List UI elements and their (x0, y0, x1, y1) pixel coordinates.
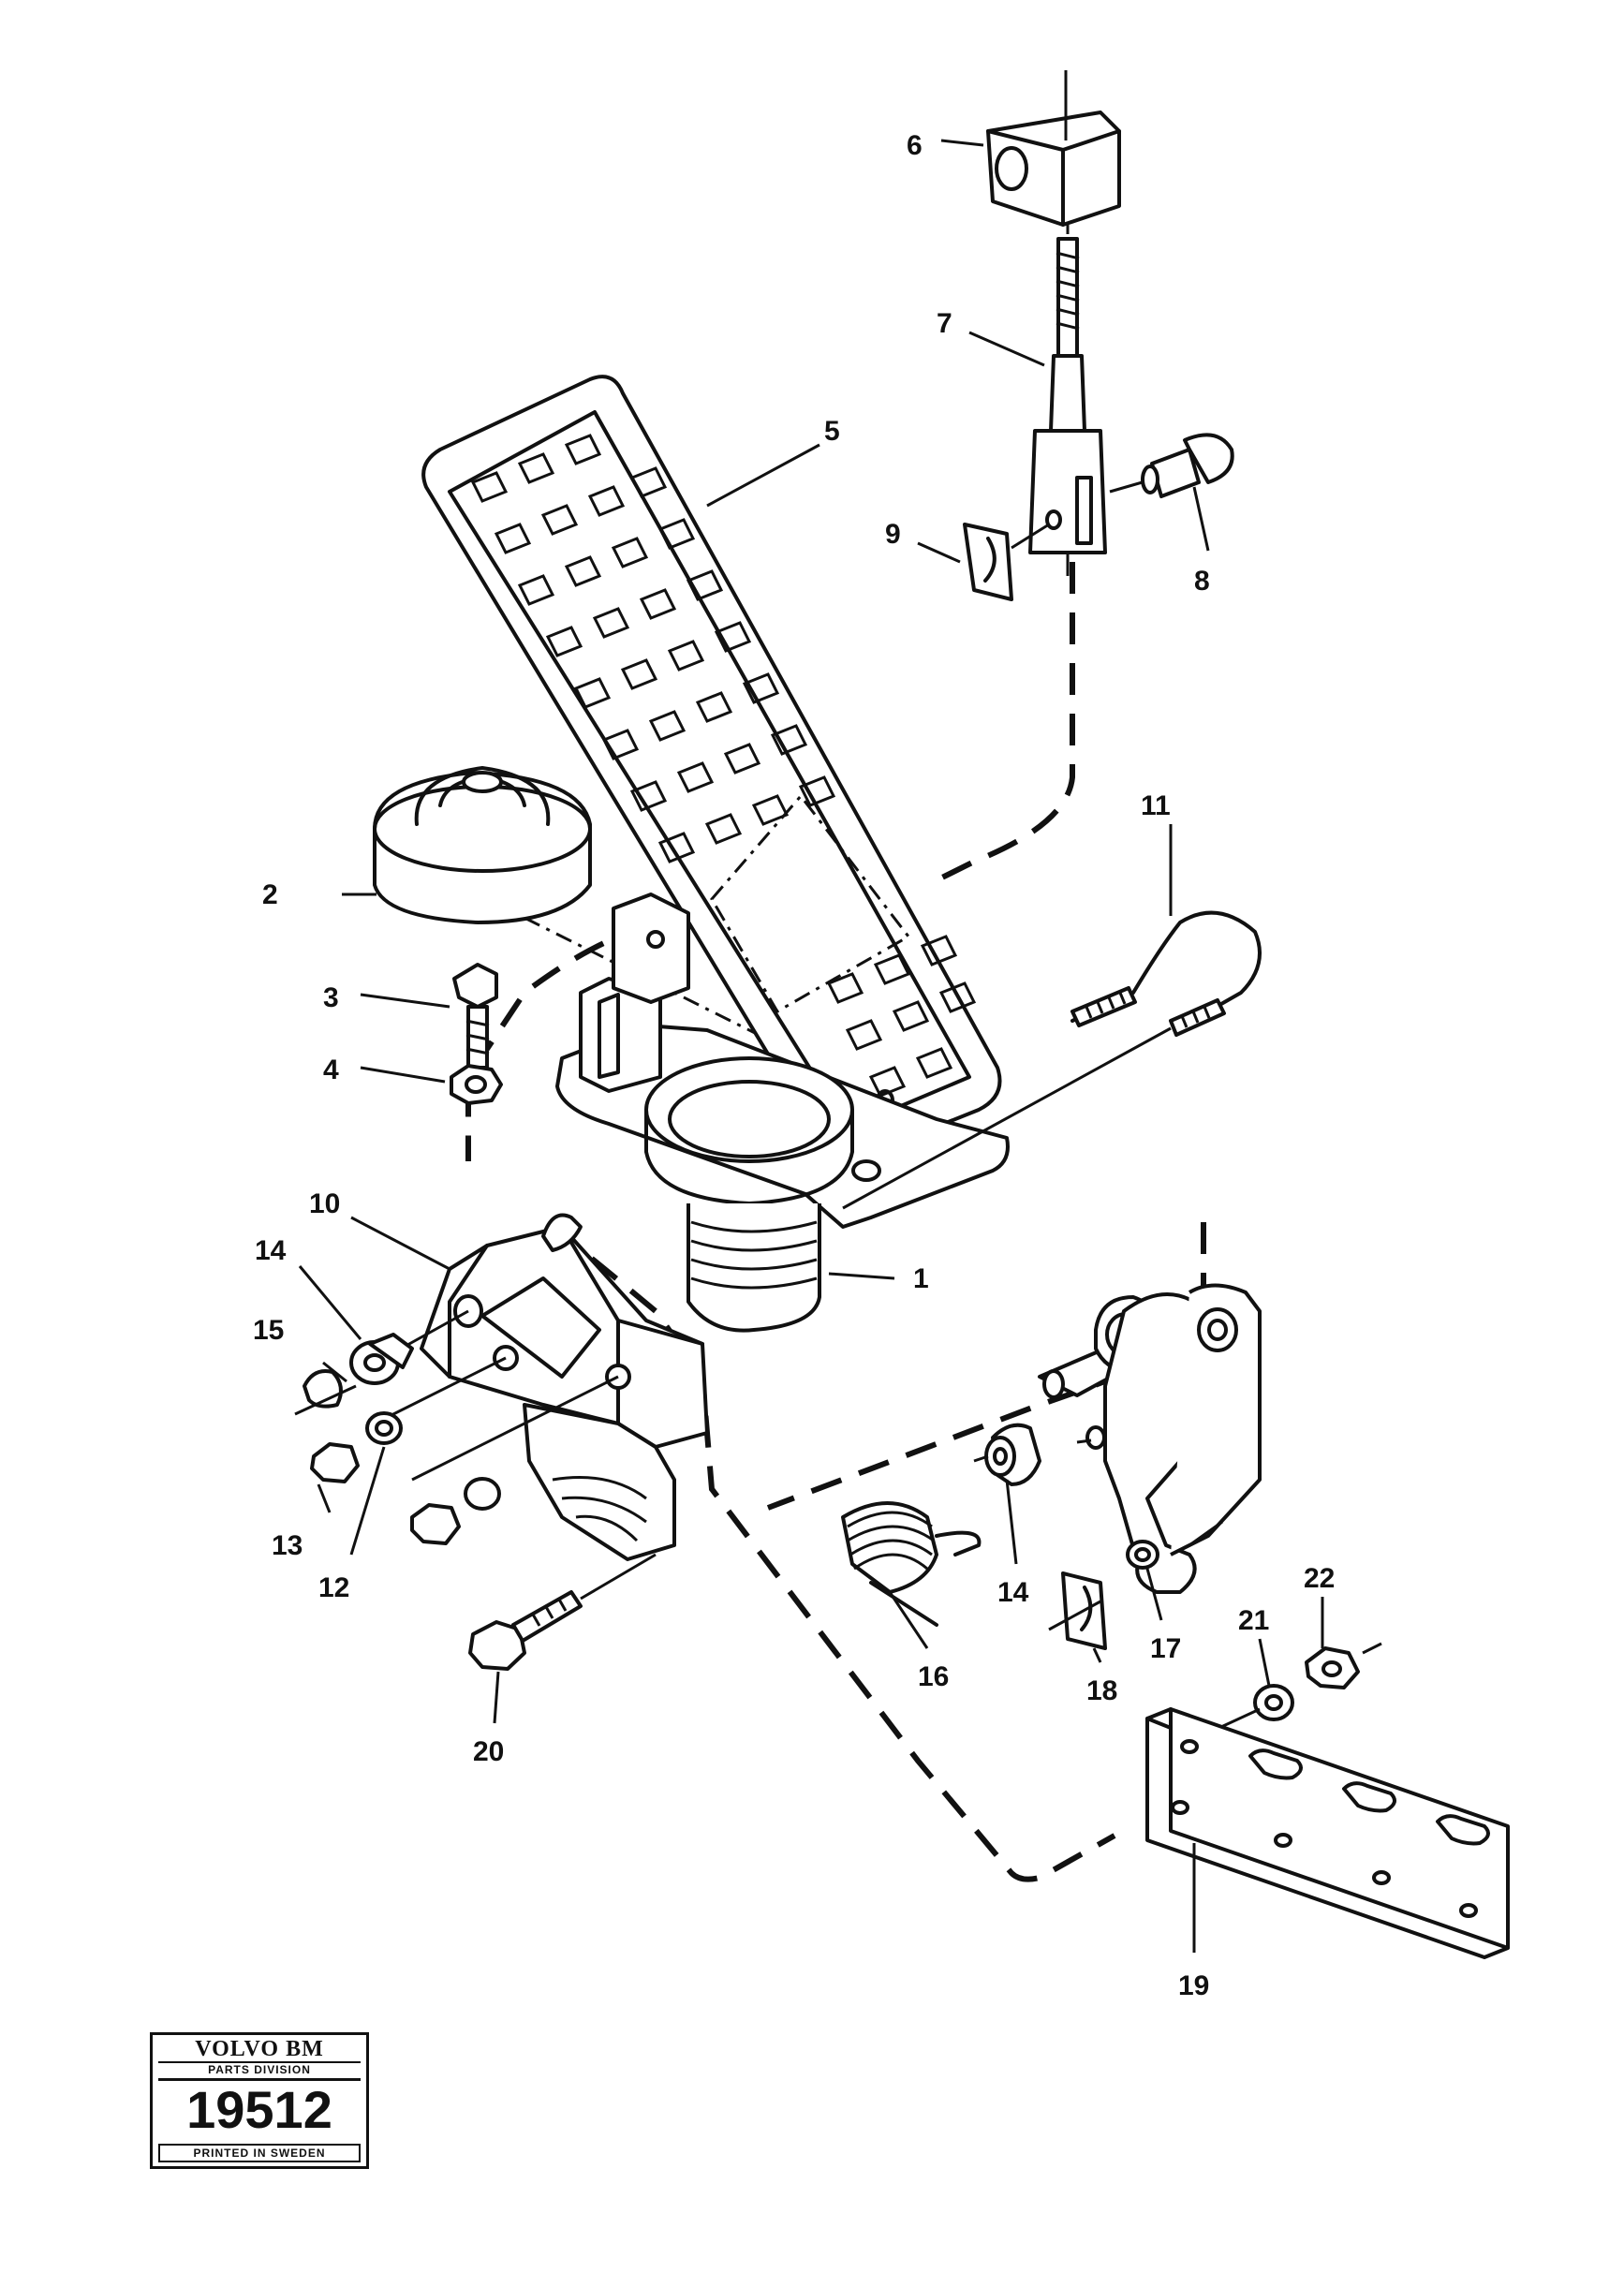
label-11: 11 (1141, 790, 1171, 821)
part-8-clevis-pin (1109, 433, 1234, 498)
part-labels: 1 2 3 4 5 6 7 8 9 10 11 12 13 14 14 15 1… (253, 130, 1335, 2001)
label-18: 18 (1086, 1675, 1117, 1706)
label-6: 6 (907, 130, 923, 161)
part-20-bolt (468, 1553, 657, 1671)
part-12-washer (365, 1411, 403, 1445)
label-13: 13 (272, 1530, 303, 1561)
label-17: 17 (1150, 1633, 1181, 1664)
part-17-lever (1038, 1283, 1262, 1594)
label-4: 4 (323, 1055, 339, 1085)
label-5: 5 (824, 416, 840, 447)
stamp-printed: PRINTED IN SWEDEN (158, 2144, 361, 2162)
part-19-mounting-plate (1145, 1707, 1510, 1959)
label-21: 21 (1238, 1605, 1269, 1636)
part-3-bolt (452, 963, 498, 1070)
label-16: 16 (918, 1661, 949, 1692)
part-9-lock-clip (963, 523, 1050, 601)
leader-lines (298, 139, 1324, 1953)
stamp-division: PARTS DIVISION (158, 2063, 361, 2081)
stamp-brand: VOLVO BM (158, 2035, 361, 2063)
part-7-clevis-rod (1028, 225, 1107, 576)
label-19: 19 (1178, 1970, 1209, 2001)
label-14-right: 14 (997, 1577, 1029, 1608)
label-20: 20 (473, 1736, 504, 1767)
label-9: 9 (885, 519, 901, 550)
label-22: 22 (1304, 1563, 1335, 1594)
part-10-bracket (420, 1213, 709, 1561)
part-18-lock-clip (1048, 1571, 1107, 1650)
part-1-pedal-base (555, 893, 1010, 1333)
stamp-number: 19512 (186, 2080, 332, 2139)
label-15: 15 (253, 1315, 284, 1346)
label-12: 12 (318, 1572, 349, 1603)
part-13-nut (310, 1442, 360, 1483)
part-4-nut (450, 1064, 503, 1105)
label-1: 1 (913, 1263, 929, 1294)
part-22-nut (1305, 1642, 1382, 1689)
label-7: 7 (937, 308, 952, 339)
label-3: 3 (323, 982, 339, 1013)
pedal-grip-pattern (470, 434, 977, 1098)
label-2: 2 (262, 879, 278, 910)
part-6-block-nut (986, 70, 1121, 227)
volvo-parts-stamp: VOLVO BM PARTS DIVISION 19512 PRINTED IN… (150, 2032, 369, 2169)
label-10: 10 (309, 1188, 340, 1219)
part-11-cable (842, 910, 1262, 1210)
part-16-return-spring (841, 1501, 982, 1627)
part-2-rubber-stop (373, 766, 592, 924)
part-14-bushing-right (973, 1423, 1041, 1486)
label-8: 8 (1194, 566, 1210, 597)
label-14-left: 14 (255, 1235, 287, 1266)
left-fasteners (294, 1309, 619, 1545)
